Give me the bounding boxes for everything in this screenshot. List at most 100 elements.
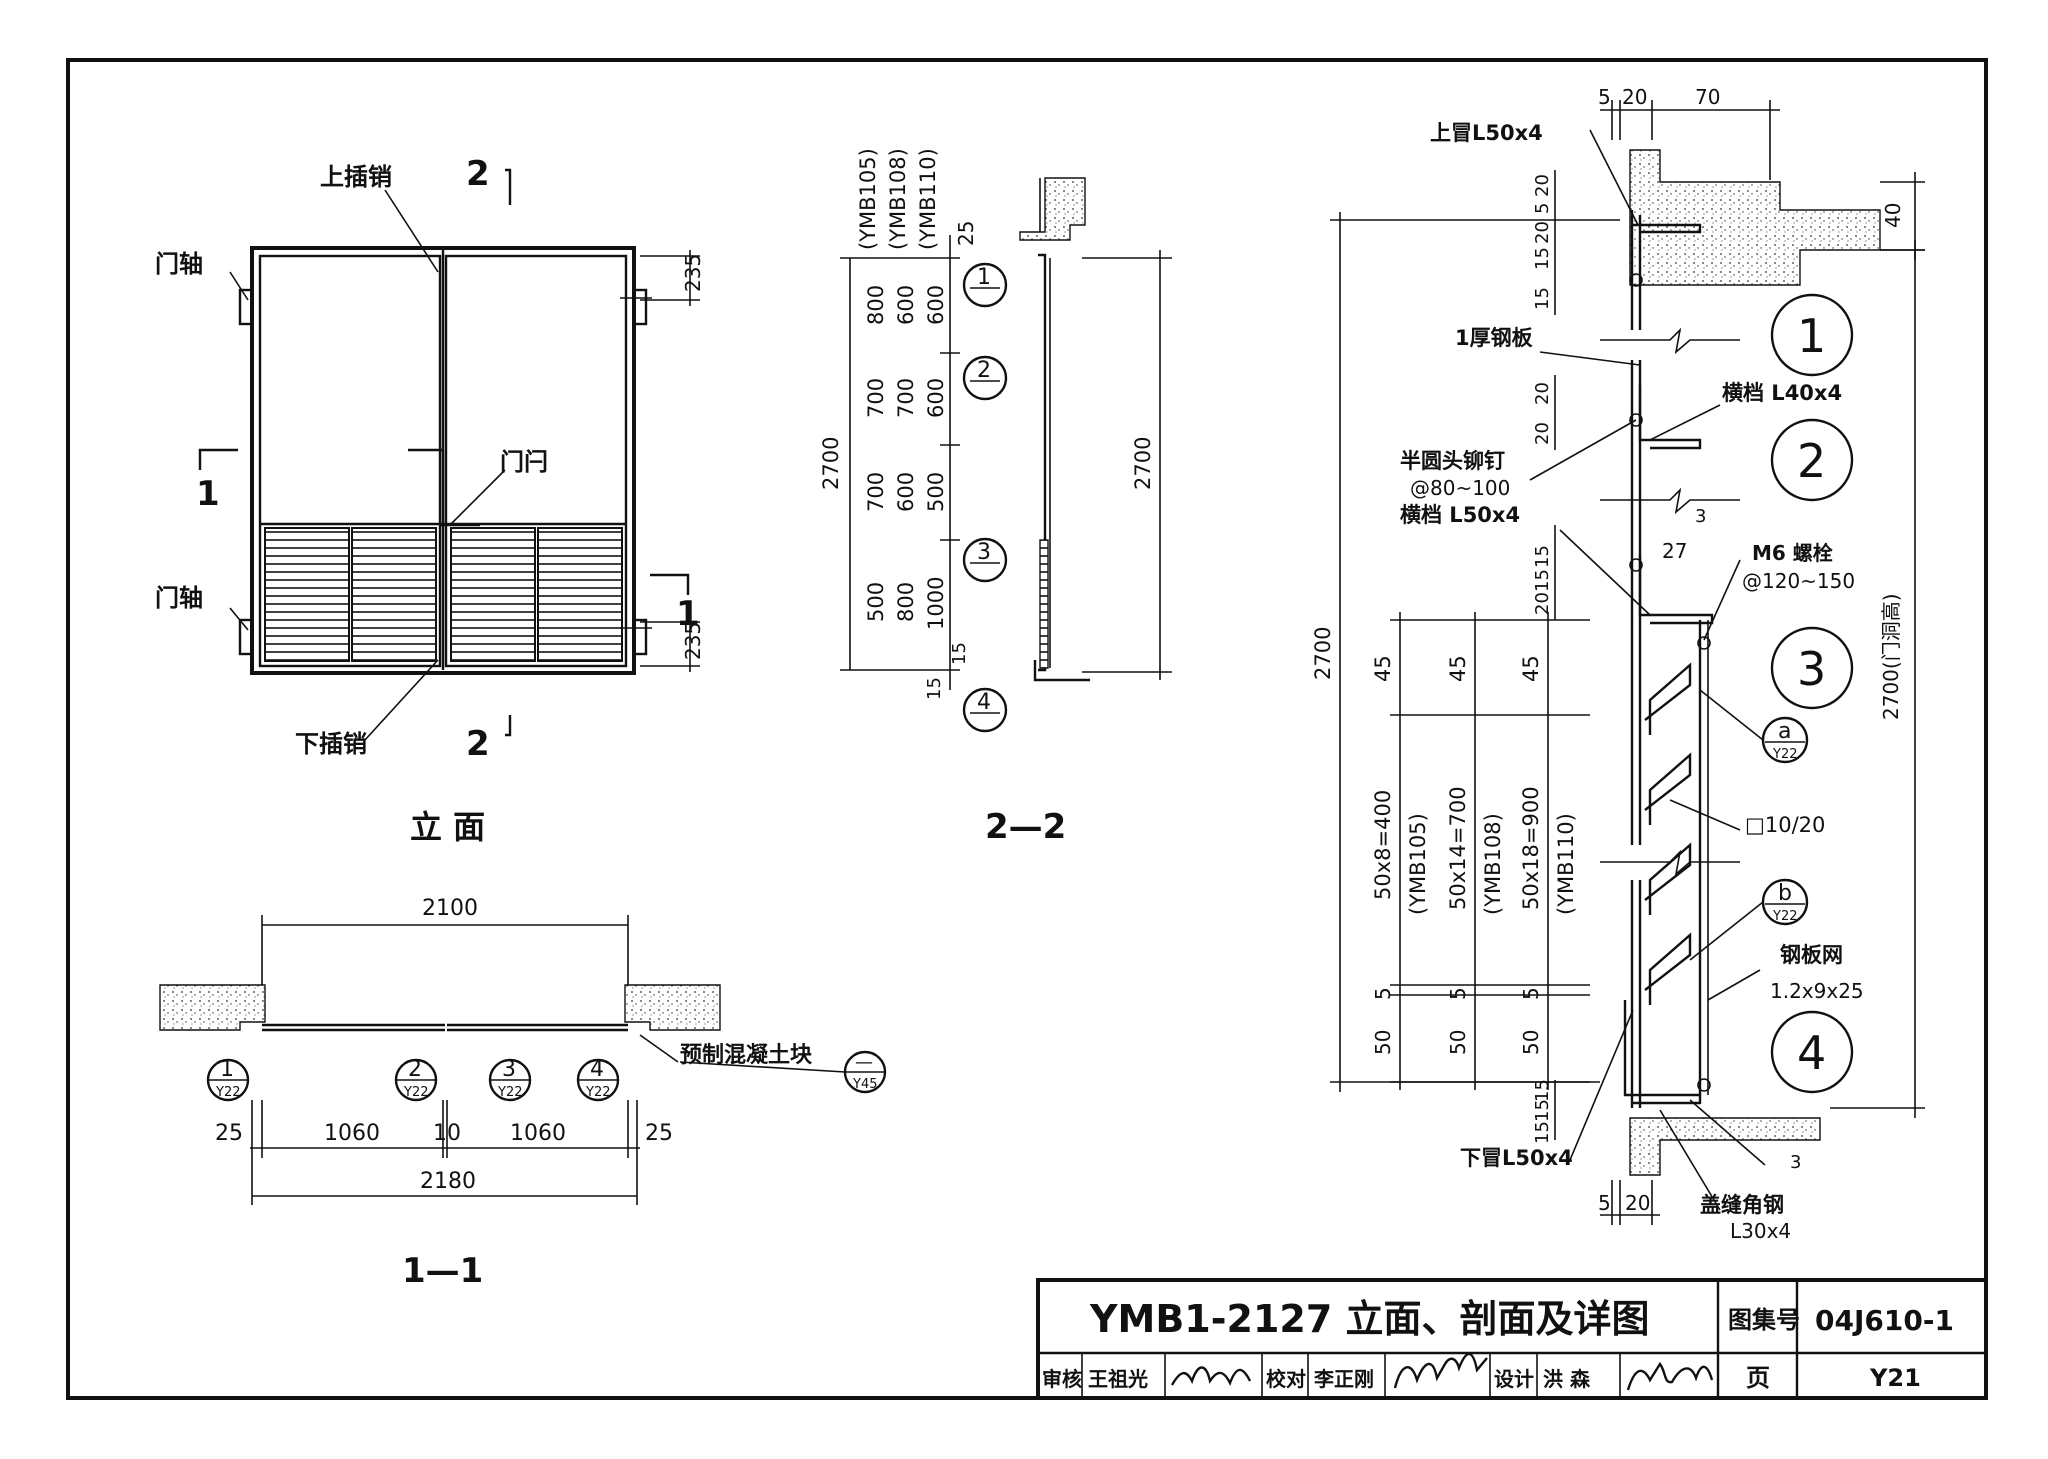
door-leaf-right xyxy=(444,254,628,668)
svg-text:20: 20 xyxy=(1532,174,1553,197)
svg-text:Y22: Y22 xyxy=(1772,909,1797,924)
svg-text:2: 2 xyxy=(1797,434,1826,488)
signature-checker xyxy=(1393,1352,1488,1389)
section-mark-2-top: 2 xyxy=(466,154,490,194)
svg-text:45: 45 xyxy=(1519,655,1543,682)
svg-text:—: — xyxy=(855,1052,873,1073)
svg-text:(YMB108): (YMB108) xyxy=(1481,813,1505,915)
svg-text:15: 15 xyxy=(1532,1099,1553,1122)
label-top-bolt: 上插销 xyxy=(320,163,392,191)
dim-25-right: 25 xyxy=(645,1121,673,1146)
svg-text:45: 45 xyxy=(1371,655,1395,682)
dim-right-40: 40 xyxy=(1881,203,1905,228)
svg-text:2: 2 xyxy=(408,1057,422,1082)
svg-text:50: 50 xyxy=(1446,1030,1470,1055)
dim-10: 10 xyxy=(433,1121,461,1146)
ref-bubble-a: a Y22 xyxy=(1761,716,1809,764)
check-label: 校对 xyxy=(1266,1367,1306,1391)
dim-left-2700: 2700 xyxy=(1311,627,1335,680)
hinge-bottom-left xyxy=(238,618,254,656)
svg-text:4: 4 xyxy=(977,690,991,715)
model-ymb110: (YMB110) xyxy=(916,148,940,250)
svg-text:50: 50 xyxy=(1371,1030,1395,1055)
atlas-no: 04J610-1 xyxy=(1815,1304,1954,1337)
dim-25-top: 25 xyxy=(954,221,978,246)
dim-2700-left: 2700 xyxy=(819,437,843,490)
section-mark-1-right: 1 xyxy=(676,594,700,634)
svg-text:45: 45 xyxy=(1446,655,1470,682)
section-2-2-view: (YMB105) (YMB108) (YMB110) 25 800 600 60… xyxy=(819,148,1172,847)
detail-bubble-1: 1 Y22 xyxy=(206,1057,250,1102)
svg-text:800: 800 xyxy=(894,582,918,622)
wall-right xyxy=(624,984,721,1031)
detail-bubble-4: 4 Y22 xyxy=(576,1057,620,1102)
svg-text:Y22: Y22 xyxy=(403,1085,428,1100)
svg-text:1: 1 xyxy=(220,1057,234,1082)
louvre-panel-4 xyxy=(537,527,623,662)
dim-1060-left: 1060 xyxy=(324,1121,380,1146)
svg-text:50x8=400: 50x8=400 xyxy=(1371,790,1395,900)
sheet-border xyxy=(66,58,1988,1400)
svg-text:600: 600 xyxy=(894,285,918,325)
svg-text:Y22: Y22 xyxy=(215,1085,240,1100)
svg-text:20: 20 xyxy=(1532,422,1553,445)
svg-text:700: 700 xyxy=(864,378,888,418)
svg-text:b: b xyxy=(1778,881,1792,906)
dim-1060-right: 1060 xyxy=(510,1121,566,1146)
signature-reviewer xyxy=(1170,1366,1252,1386)
dim-3-bottom: 3 xyxy=(1790,1152,1801,1173)
louvre-panel-2 xyxy=(351,527,437,662)
label-latch: 门闩 xyxy=(500,448,548,476)
svg-text:(YMB110): (YMB110) xyxy=(1554,813,1578,915)
svg-text:20: 20 xyxy=(1532,382,1553,405)
svg-text:15: 15 xyxy=(1532,545,1553,568)
detail-circle-2-2-2: 2 xyxy=(962,355,1008,401)
label-rivet-spacing: @80~100 xyxy=(1410,476,1510,500)
review-label: 审核 xyxy=(1042,1367,1082,1391)
sill xyxy=(1629,1117,1821,1176)
label-hinge-top: 门轴 xyxy=(155,250,203,278)
svg-text:50x14=700: 50x14=700 xyxy=(1446,786,1470,910)
section-mark-2-bottom: 2 xyxy=(466,724,490,764)
title-block: YMB1-2127 立面、剖面及详图 图集号 04J610-1 页 Y21 审核… xyxy=(1036,1278,1988,1400)
signature-designer xyxy=(1626,1361,1714,1391)
label-cover-angle: 盖缝角钢 xyxy=(1700,1193,1784,1217)
svg-text:15: 15 xyxy=(1532,1121,1553,1144)
svg-text:1: 1 xyxy=(1797,309,1826,363)
hinge-top-left xyxy=(238,288,254,326)
detail-circle-2: 2 xyxy=(1770,418,1854,502)
svg-text:5: 5 xyxy=(1371,987,1395,1000)
dim-bottom-20: 20 xyxy=(1625,1191,1650,1215)
svg-text:4: 4 xyxy=(1797,1026,1826,1080)
louvre-panel-1 xyxy=(264,527,350,662)
label-precast: 预制混凝土块 xyxy=(680,1042,813,1068)
svg-text:700: 700 xyxy=(864,472,888,512)
dim-top-70: 70 xyxy=(1695,85,1720,109)
door-outer-frame xyxy=(250,246,636,675)
lintel xyxy=(1629,149,1881,286)
label-mesh-spec: 1.2x9x25 xyxy=(1770,979,1864,1003)
label-bottom-bolt: 下插销 xyxy=(295,730,367,758)
caption-elevation: 立 面 xyxy=(410,808,485,846)
door-leaf-left xyxy=(258,254,442,668)
svg-text:600: 600 xyxy=(924,378,948,418)
wall-left xyxy=(159,984,266,1031)
label-hinge-bottom: 门轴 xyxy=(155,584,203,612)
model-ymb105: (YMB105) xyxy=(856,148,880,250)
detail-circle-2-2-4: 4 xyxy=(962,687,1008,733)
svg-text:50: 50 xyxy=(1519,1030,1543,1055)
detail-bubble-y45: — Y45 xyxy=(843,1050,887,1094)
svg-text:15: 15 xyxy=(1532,247,1553,270)
label-bolt: M6 螺栓 xyxy=(1752,541,1833,565)
svg-text:15: 15 xyxy=(1532,569,1553,592)
drawing-title: YMB1-2127 立面、剖面及详图 xyxy=(1089,1297,1650,1341)
svg-text:3: 3 xyxy=(502,1057,516,1082)
model-ymb108: (YMB108) xyxy=(886,148,910,250)
label-bottom-frame: 下冒L50x4 xyxy=(1460,1146,1573,1170)
svg-text:a: a xyxy=(1778,719,1791,744)
dim-235-top: 235 xyxy=(681,254,705,292)
svg-text:500: 500 xyxy=(924,472,948,512)
label-rail-l40: 横档 L40x4 xyxy=(1722,381,1842,405)
dim-15-a: 15 xyxy=(949,642,970,665)
